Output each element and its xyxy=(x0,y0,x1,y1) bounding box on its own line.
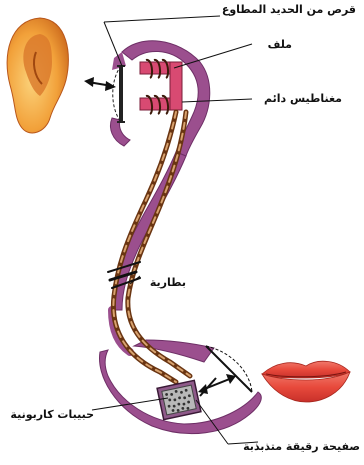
label-iron-disk: قرص من الحديد المطاوع xyxy=(226,3,356,16)
label-carbon-granules: حبيبات كاربونية xyxy=(2,408,94,421)
vibration-arrow-top xyxy=(84,77,116,91)
vibration-arrow-bottom xyxy=(198,374,236,394)
label-battery: بطارية xyxy=(130,276,186,289)
label-diaphragm: صفيحة رقيقة متذبذبة xyxy=(232,440,360,453)
lips-illustration xyxy=(262,361,350,402)
label-coil: ملف xyxy=(252,38,292,51)
label-permanent-magnet: مغناطيس دائم xyxy=(252,92,342,105)
ear-illustration xyxy=(7,18,68,133)
carbon-granule-chamber xyxy=(157,380,201,419)
iron-disk xyxy=(113,66,125,122)
